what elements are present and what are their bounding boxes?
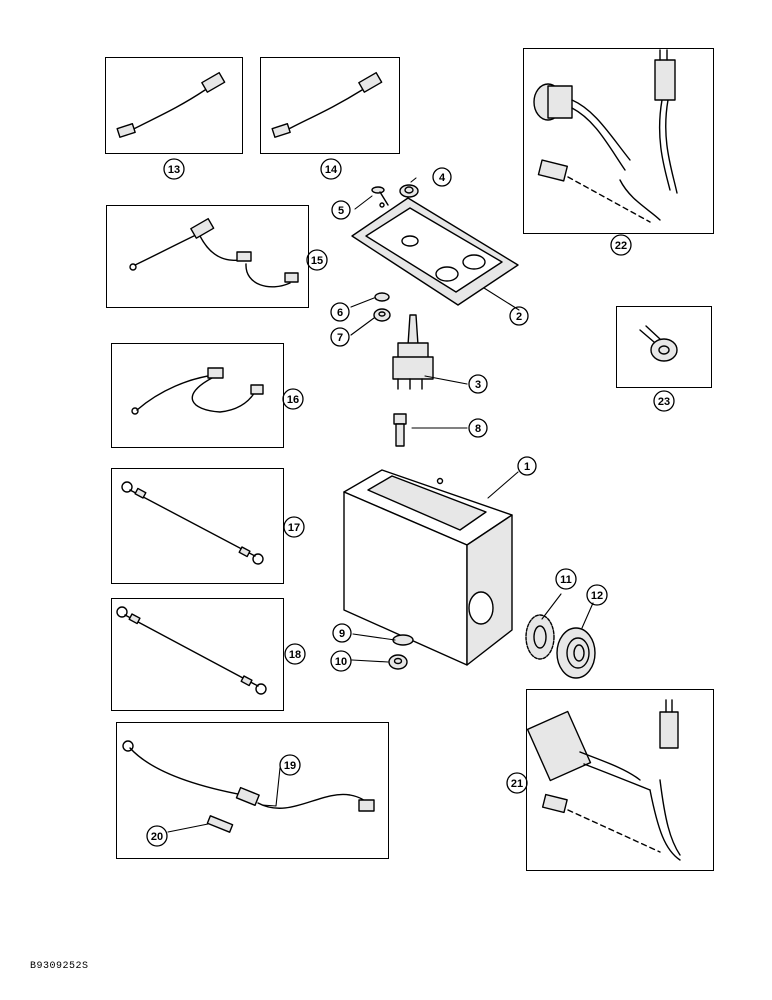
callout-3: 3 (468, 374, 488, 394)
svg-text:3: 3 (475, 379, 481, 391)
callout-7: 7 (330, 327, 350, 347)
svg-text:9: 9 (339, 628, 345, 640)
callout-20: 20 (146, 825, 168, 847)
nut-7 (373, 308, 391, 322)
screw-5 (371, 186, 389, 206)
nut-10 (388, 654, 408, 670)
callout-19: 19 (279, 754, 301, 776)
toggle-switch (392, 314, 434, 390)
svg-text:15: 15 (311, 255, 323, 267)
cover-plate (351, 197, 519, 306)
svg-text:19: 19 (284, 760, 296, 772)
electrical-box (343, 469, 513, 666)
harness-13 (116, 71, 226, 138)
svg-text:7: 7 (337, 332, 343, 344)
svg-text:20: 20 (151, 831, 163, 843)
svg-text:5: 5 (338, 205, 344, 217)
panel-jumper-18 (111, 598, 284, 711)
svg-text:22: 22 (615, 240, 627, 252)
harness-21 (526, 699, 681, 861)
svg-text:21: 21 (511, 778, 523, 790)
svg-text:4: 4 (439, 172, 446, 184)
callout-10: 10 (330, 650, 352, 672)
leader-lines (167, 177, 594, 833)
lock-nut-11 (525, 614, 555, 660)
callout-22: 22 (610, 234, 632, 256)
harness-16 (131, 367, 264, 415)
harness-22 (533, 49, 678, 223)
svg-text:14: 14 (325, 164, 338, 176)
jumper-17 (121, 481, 264, 565)
panel-harness-16 (111, 343, 284, 448)
drawing-number: B9309252S (30, 961, 89, 972)
svg-text:23: 23 (658, 396, 670, 408)
svg-text:12: 12 (591, 590, 603, 602)
wire-clip-23 (639, 325, 678, 362)
svg-text:1: 1 (524, 461, 530, 473)
svg-text:16: 16 (287, 394, 299, 406)
callout-15: 15 (306, 249, 328, 271)
callout-2: 2 (509, 306, 529, 326)
callout-6: 6 (330, 302, 350, 322)
jumper-18 (116, 606, 267, 695)
bolt-8 (393, 413, 407, 447)
callout-18: 18 (284, 643, 306, 665)
callout-5: 5 (331, 200, 351, 220)
svg-text:10: 10 (335, 656, 347, 668)
callout-17: 17 (283, 516, 305, 538)
svg-text:18: 18 (289, 649, 301, 661)
svg-text:17: 17 (288, 522, 300, 534)
svg-text:11: 11 (560, 574, 572, 586)
callout-16: 16 (282, 388, 304, 410)
grommet-4 (399, 184, 419, 198)
harness-19 (122, 740, 375, 833)
callout-12: 12 (586, 584, 608, 606)
callout-23: 23 (653, 390, 675, 412)
svg-text:2: 2 (516, 311, 522, 323)
callout-14: 14 (320, 158, 342, 180)
callout-9: 9 (332, 623, 352, 643)
callout-11: 11 (555, 568, 577, 590)
harness-14 (271, 71, 383, 138)
grommet-12 (556, 627, 596, 679)
callout-13: 13 (163, 158, 185, 180)
callout-4: 4 (432, 167, 452, 187)
svg-text:6: 6 (337, 307, 343, 319)
panel-harness-19 (116, 722, 389, 859)
harness-15 (129, 217, 299, 288)
svg-text:8: 8 (475, 423, 481, 435)
washer-6 (374, 292, 390, 302)
callout-8: 8 (468, 418, 488, 438)
svg-text:13: 13 (168, 164, 180, 176)
callout-1: 1 (517, 456, 537, 476)
washer-9 (392, 634, 414, 646)
callout-21: 21 (506, 772, 528, 794)
panel-harness-22 (523, 48, 714, 234)
